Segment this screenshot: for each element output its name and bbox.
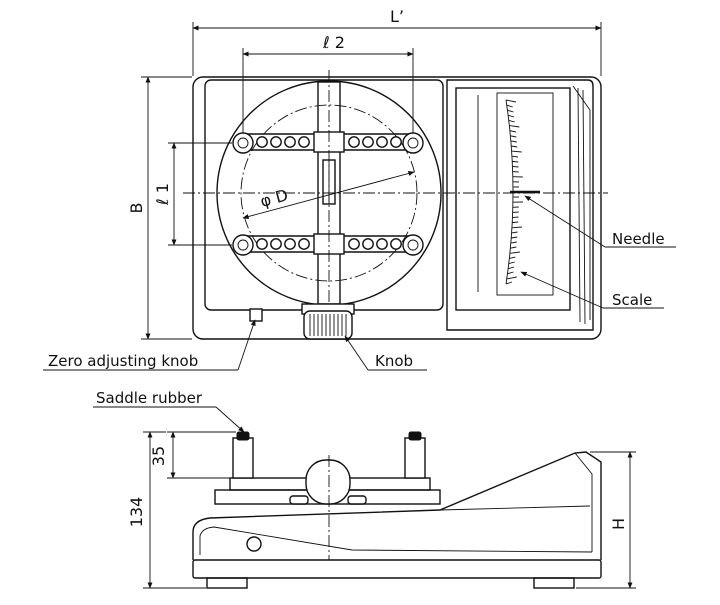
side-view: 35 134 H Saddle rubber [93, 389, 636, 588]
total-height-label: 134 [127, 497, 146, 528]
scale-tick [506, 100, 516, 102]
adjust-hole [271, 239, 281, 249]
adjust-hole [377, 137, 387, 147]
scale-tick [510, 131, 516, 132]
left-foot [207, 578, 247, 588]
body-lower-line [200, 527, 592, 555]
adjust-hole [349, 239, 359, 249]
saddle-height-label: 35 [149, 446, 168, 466]
scale-tick [512, 156, 518, 157]
adjust-hole [285, 239, 295, 249]
adjust-hole [257, 239, 267, 249]
scale-tick [509, 257, 515, 258]
adjust-hole [391, 137, 401, 147]
scale-tick [512, 151, 522, 152]
saddle-rubber-top-right [403, 133, 423, 153]
saddle-rubber-leader [216, 407, 244, 432]
base-plate [193, 560, 601, 578]
scale-tick [512, 227, 522, 228]
width-label: B [127, 203, 146, 214]
scale-tick [506, 282, 512, 284]
scale-tick [509, 262, 515, 264]
scale-tick [508, 115, 514, 117]
scale-tick [511, 237, 517, 238]
adjust-hole [363, 137, 373, 147]
saddle-rubber-top-left [233, 133, 253, 153]
saddle-rubber-callout: Saddle rubber [96, 389, 203, 407]
scale-housing [447, 80, 593, 330]
roller-right [348, 496, 366, 504]
scale-tick [511, 242, 517, 243]
scale-tick [511, 146, 517, 147]
adjust-hole [285, 137, 295, 147]
scale-tick [510, 247, 516, 248]
gauge-body-outline [193, 77, 601, 339]
scale-tick [507, 277, 517, 279]
adjust-hole [391, 239, 401, 249]
scale-leader [521, 272, 603, 308]
needle-callout: Needle [612, 230, 665, 248]
left-saddle-post [233, 438, 253, 478]
adjust-hole [349, 137, 359, 147]
roller-left [290, 496, 308, 504]
left-saddle-rubber [237, 432, 249, 440]
housing-edge [573, 86, 590, 320]
overall-length-label: L’ [390, 7, 404, 26]
scale-tick [507, 110, 513, 112]
adjust-hole [377, 239, 387, 249]
adjust-hole [271, 137, 281, 147]
zero-knob-leader [238, 320, 255, 370]
scale-tick [510, 136, 516, 137]
zero-adjusting-knob [250, 309, 262, 321]
scale-tick [512, 232, 518, 233]
top-view: φ D L’ ℓ 2 B ℓ 1 Needle Scale [43, 7, 676, 370]
scale-tick [509, 126, 519, 127]
scale-tick [512, 222, 518, 223]
zero-adjusting-knob-callout: Zero adjusting knob [48, 352, 198, 370]
side-knob [306, 460, 350, 504]
scale-callout: Scale [612, 291, 652, 309]
adjust-hole [299, 239, 309, 249]
body-mid-line [440, 506, 590, 510]
right-foot [534, 578, 574, 588]
body-profile [193, 452, 601, 560]
adjust-hole [257, 137, 267, 147]
right-saddle-post [405, 438, 425, 478]
saddle-span-label: ℓ 2 [322, 33, 345, 52]
scale-plate [497, 93, 553, 295]
housing-height-label: H [609, 518, 628, 530]
saddle-rubber-bottom-left [233, 235, 253, 255]
knob-callout: Knob [375, 352, 413, 370]
adjust-hole [363, 239, 373, 249]
scale-tick [508, 267, 514, 269]
saddle-pitch-label: ℓ 1 [153, 183, 172, 206]
scale-tick [510, 252, 520, 253]
knob [304, 311, 352, 339]
scale-tick [507, 272, 513, 274]
saddle-rubber-bottom-right [403, 235, 423, 255]
scale-tick [507, 105, 513, 107]
scale-tick [509, 120, 515, 122]
scale-tick [511, 141, 517, 142]
adjust-hole [299, 137, 309, 147]
right-saddle-rubber [409, 432, 421, 440]
scale-tick [512, 166, 518, 167]
scale-tick [512, 161, 518, 162]
side-zero-knob [247, 537, 261, 551]
knob-leader [345, 336, 368, 370]
scale-tick [512, 217, 518, 218]
